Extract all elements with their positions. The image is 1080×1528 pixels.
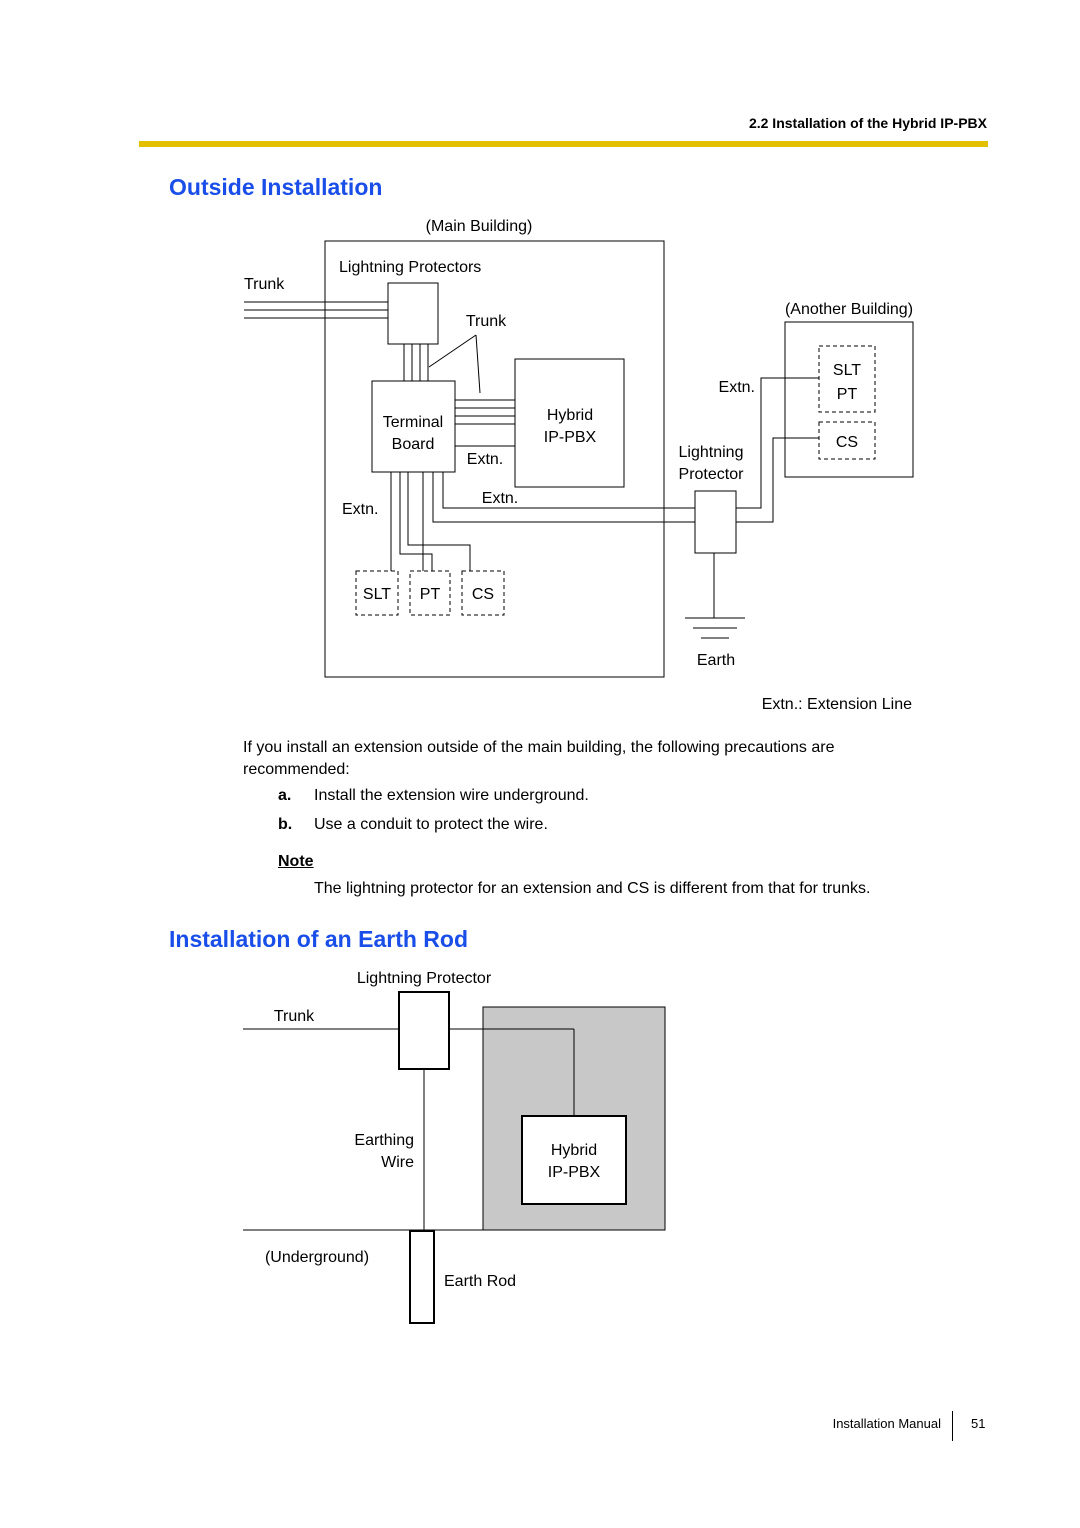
terminal-label: Terminal	[383, 414, 443, 431]
slt-remote-label: SLT	[833, 362, 861, 379]
extension-line-legend: Extn.: Extension Line	[762, 696, 912, 713]
extn-label-remote: Extn.	[719, 379, 755, 396]
another-building-label: (Another Building)	[785, 301, 913, 318]
pt-local-label: PT	[420, 586, 441, 603]
earth-rod-box	[409, 1230, 435, 1324]
earth-hybrid-ippbx-box	[521, 1115, 627, 1205]
cs-local-box	[461, 570, 505, 616]
cs-local-label: CS	[472, 586, 494, 603]
lightning-label: Lightning	[679, 444, 744, 461]
board-label: Board	[392, 436, 435, 453]
building-shaded-area	[482, 1006, 666, 1231]
page-number: 51	[971, 1416, 986, 1431]
pt-remote-label: PT	[837, 386, 858, 403]
pt-local-box	[409, 570, 451, 616]
footer-manual-label: Installation Manual	[832, 1416, 941, 1431]
slt-local-box	[355, 570, 399, 616]
precaution-paragraph: If you install an extension outside of t…	[243, 739, 835, 778]
lightning-protectors-label: Lightning Protectors	[339, 259, 481, 276]
earth-rod-label: Earth Rod	[444, 1273, 516, 1290]
list-marker: a.	[278, 787, 292, 804]
header-rule	[139, 141, 988, 147]
another-building-box	[784, 321, 914, 478]
heading-earth-rod: Installation of an Earth Rod	[169, 926, 469, 952]
extn-label-left: Extn.	[342, 501, 378, 518]
list-marker: b.	[278, 816, 293, 833]
footer-separator	[952, 1411, 953, 1441]
list-item: a. Install the extension wire underground…	[278, 787, 589, 805]
note-text: The lightning protector for an extension…	[314, 880, 871, 897]
ippbx-label: IP-PBX	[544, 429, 597, 446]
section-header: 2.2 Installation of the Hybrid IP-PBX	[748, 115, 987, 131]
list-item-text: Use a conduit to protect the wire.	[314, 816, 548, 833]
outside-installation-diagram: (Main Building) Lightning Protectors Tru…	[244, 218, 914, 713]
trunk-label-inner: Trunk	[466, 313, 507, 330]
hybrid-label: Hybrid	[547, 407, 593, 424]
slt-remote-box	[818, 345, 876, 413]
earth-label: Earth	[697, 652, 735, 669]
trunk-lightning-protector-box	[398, 991, 450, 1070]
wire-label: Wire	[381, 1154, 414, 1171]
protector-label: Protector	[679, 466, 745, 483]
terminal-board-box	[371, 380, 456, 473]
extension-lightning-protector-box	[694, 490, 737, 554]
extn-label-mid: Extn.	[482, 490, 518, 507]
list-item: b. Use a conduit to protect the wire.	[278, 816, 548, 834]
hybrid-ippbx-box	[514, 358, 625, 488]
underground-label: (Underground)	[265, 1249, 369, 1266]
trunk-label: Trunk	[274, 1008, 315, 1025]
extn-label-board: Extn.	[467, 451, 503, 468]
cs-remote-label: CS	[836, 434, 858, 451]
earthing-label: Earthing	[354, 1132, 414, 1149]
note-label: Note	[278, 853, 314, 870]
list-item-text: Install the extension wire underground.	[314, 787, 589, 804]
earth-ippbx-label: IP-PBX	[548, 1164, 601, 1181]
lightning-protectors-box	[387, 282, 439, 345]
cs-remote-box	[818, 421, 876, 460]
lightning-protector-label: Lightning Protector	[357, 970, 492, 987]
main-building-label: (Main Building)	[426, 218, 533, 235]
trunk-label-left: Trunk	[244, 276, 285, 293]
heading-outside-installation: Outside Installation	[169, 174, 383, 200]
main-building-box	[324, 240, 665, 678]
slt-local-label: SLT	[363, 586, 391, 603]
earth-hybrid-label: Hybrid	[551, 1142, 597, 1159]
